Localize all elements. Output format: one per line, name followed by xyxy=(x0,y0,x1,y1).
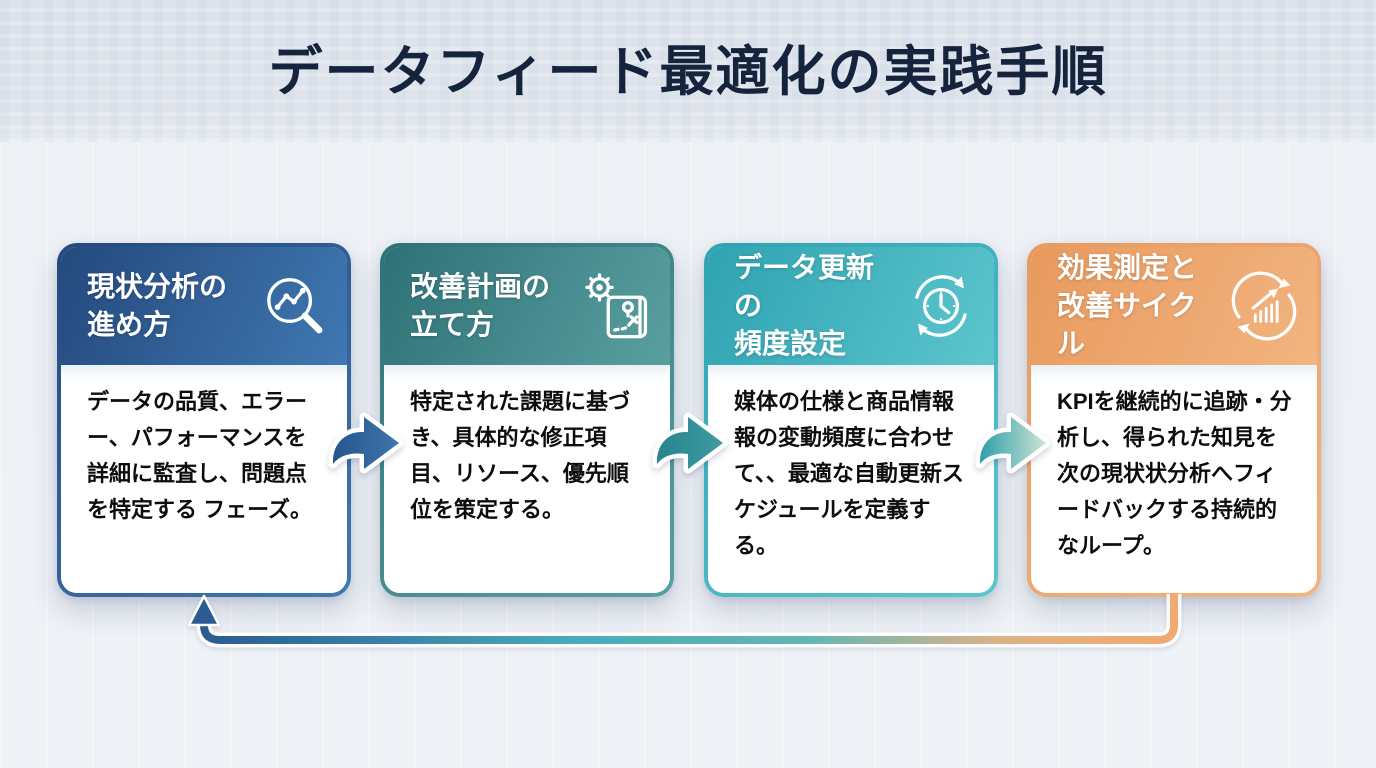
title-banner: データフィード最適化の実践手順 xyxy=(0,0,1376,142)
curved-right-arrow-icon-2 xyxy=(649,400,731,482)
step-card-measure-improve: 効果測定と 改善サイクル xyxy=(1027,243,1321,597)
curved-right-arrow-icon-3 xyxy=(972,400,1054,482)
curved-right-arrow-icon-1 xyxy=(325,400,407,482)
step-card-current-analysis: 現状分析の 進め方 データの品質、エラーー、パフォーマンスを詳細に監査し、問題点… xyxy=(57,243,351,597)
step-description: データの品質、エラーー、パフォーマンスを詳細に監査し、問題点を特定する フェーズ… xyxy=(87,389,313,523)
step-title: 効果測定と 改善サイクル xyxy=(1057,251,1198,360)
step-title: 現状分析の 進め方 xyxy=(87,270,228,340)
page-title: データフィード最適化の実践手順 xyxy=(268,41,1108,102)
step-card-update-frequency: データ更新の 頻度設定 xyxy=(704,243,998,597)
step-description: 媒体の仕様と商品情報報の変動頻度に合わせて、、最適な自動更新スケジュールを定義す… xyxy=(734,389,964,559)
gear-map-icon xyxy=(582,271,652,341)
step-description: KPIを継続的に追跡・分析し、得られた知見を次の現状状分析へフィードバックする持… xyxy=(1057,389,1292,559)
clock-refresh-icon xyxy=(906,271,976,341)
step-card-improvement-plan: 改善計画の 立て方 xyxy=(380,243,674,597)
magnifier-chart-icon xyxy=(259,271,329,341)
step-description: 特定された課題に基づき、具体的な修正項目、リソース、優先順位を策定する。 xyxy=(410,389,631,523)
growth-cycle-icon xyxy=(1229,271,1299,341)
loop-back-arrow-icon xyxy=(0,594,1376,674)
step-title: 改善計画の 立て方 xyxy=(410,270,551,340)
step-title: データ更新の 頻度設定 xyxy=(734,251,875,360)
